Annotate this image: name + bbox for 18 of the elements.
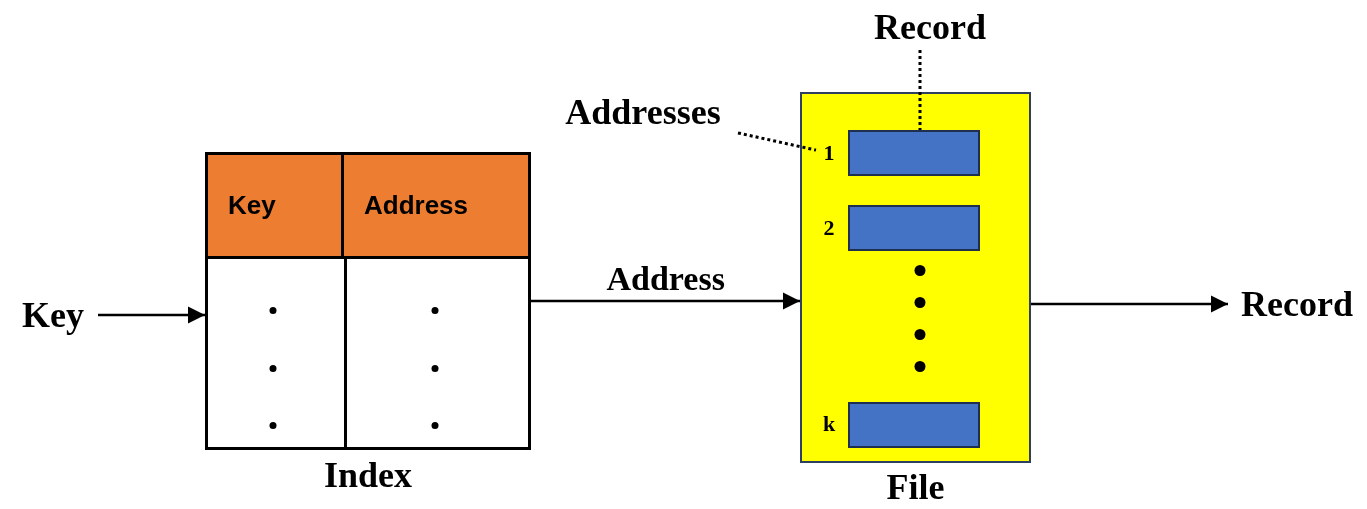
record-bar [848, 402, 980, 448]
text-label: Record [860, 4, 1000, 50]
arrow [1031, 295, 1228, 313]
text-label: Key [12, 292, 94, 338]
record-bar [848, 205, 980, 251]
arrow [98, 306, 205, 324]
address-number: 2 [816, 213, 842, 243]
text-label: Record [1228, 280, 1366, 328]
table-caption: Index [323, 453, 413, 497]
table-header-cell: Address [344, 155, 528, 259]
leader-line [918, 50, 922, 130]
address-number: 1 [816, 138, 842, 168]
record-bar [848, 130, 980, 176]
address-number: k [816, 409, 842, 439]
text-label: Addresses [548, 90, 738, 134]
table-header-cell: Key [208, 155, 344, 259]
file-caption: File [885, 466, 946, 509]
arrow [531, 292, 800, 310]
